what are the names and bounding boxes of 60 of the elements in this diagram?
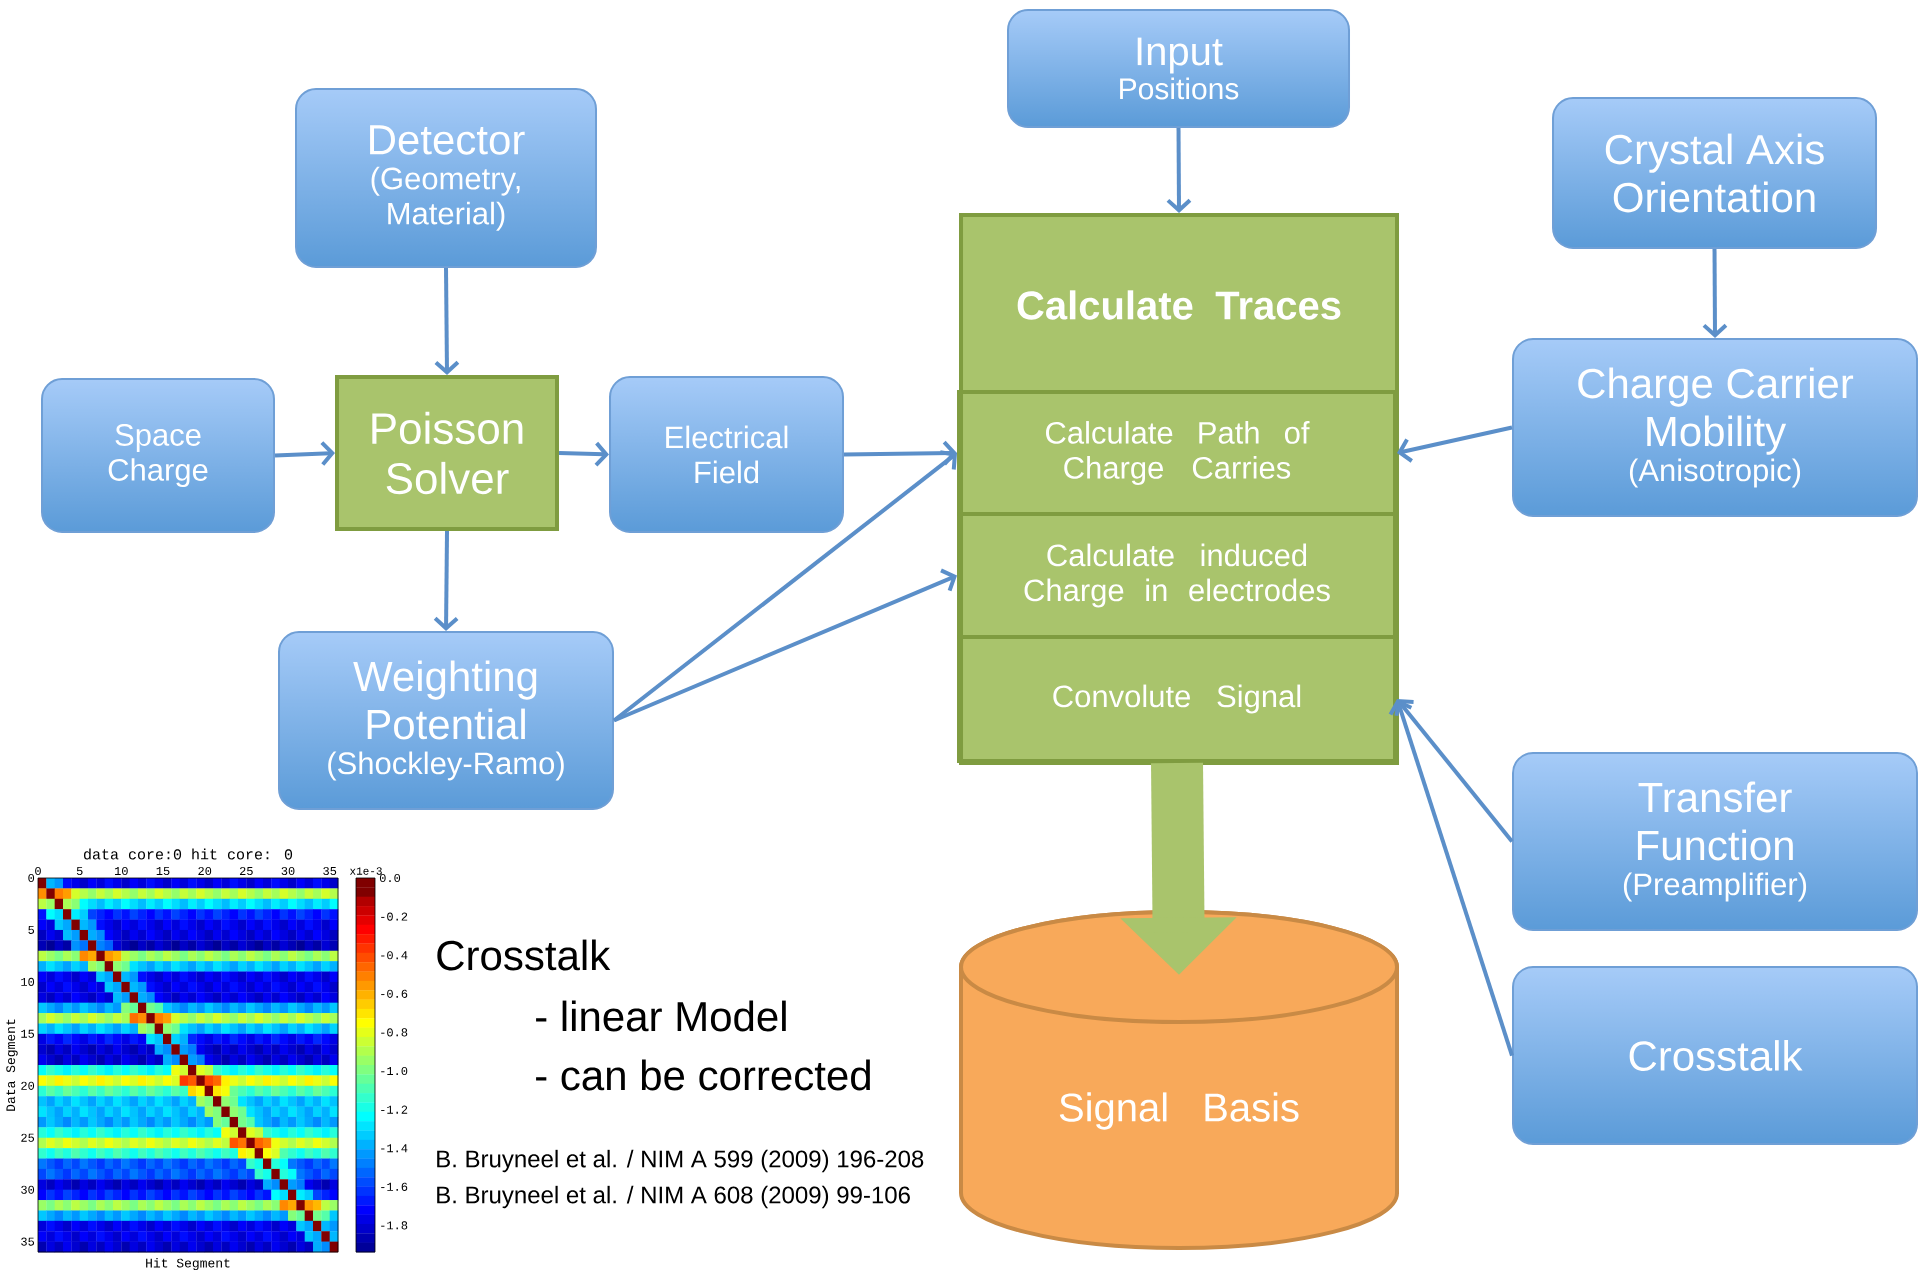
tick-label: 0	[35, 866, 41, 876]
tick-label: 25	[21, 1133, 35, 1142]
rounded-box: Electrical Field	[609, 376, 844, 533]
tick-label: 30	[21, 1185, 35, 1194]
tick-label: 35	[21, 1237, 35, 1246]
rounded-box: Charge Carrier Mobility (Anisotropic)	[1512, 338, 1918, 517]
arrow	[1702, 249, 1728, 338]
arrow	[434, 268, 460, 375]
tick-label: 5	[76, 867, 83, 875]
rounded-box: Crosstalk	[1512, 966, 1918, 1145]
tick-label: 10	[21, 977, 35, 986]
rounded-box: Input Positions	[1007, 9, 1350, 128]
arrow	[1388, 699, 1514, 1057]
arrow	[274, 441, 335, 466]
axis-title: Data Segment	[6, 1019, 18, 1111]
arrow	[558, 441, 609, 467]
tick-label: -0.2	[381, 912, 408, 921]
bullet-text: - can be corrected	[536, 1059, 870, 1091]
tick-label: -1.2	[381, 1105, 408, 1114]
tick-label: -0.4	[381, 951, 408, 960]
arrow	[613, 568, 957, 723]
tick-label: 15	[156, 867, 170, 875]
process-section: Calculate induced Charge in electrodes	[957, 512, 1397, 639]
reference-text: B. Bruyneel et al. / NIM A 599 (2009) 196-208	[437, 1149, 924, 1173]
process-section: Calculate Path of Charge Carries	[957, 390, 1397, 516]
arrow	[1397, 425, 1513, 463]
tick-label: 0	[28, 873, 35, 883]
tick-label: -1.6	[381, 1182, 408, 1191]
tick-label: 25	[239, 866, 253, 876]
tick-label: 20	[21, 1081, 35, 1090]
chart-title: data core:0 hit core: 0	[84, 848, 293, 860]
rounded-box: Transfer Function (Preamplifier)	[1512, 752, 1918, 931]
tick-label: -0.6	[381, 989, 408, 998]
process-section: Convolute Signal	[957, 635, 1397, 763]
rounded-box: Detector (Geometry, Material)	[295, 88, 597, 268]
tick-label: 5	[28, 925, 35, 934]
tick-label: 15	[21, 1029, 35, 1038]
arrow	[433, 531, 459, 631]
tick-label: -0.8	[381, 1028, 408, 1037]
axis-title: Hit Segment	[146, 1257, 230, 1270]
reference-text: B. Bruyneel et al. / NIM A 608 (2009) 99-106	[437, 1185, 910, 1209]
note-heading: Crosstalk	[437, 939, 611, 971]
tick-label: 20	[198, 866, 212, 876]
arrow	[1166, 128, 1192, 213]
process-box: Poisson Solver	[335, 375, 559, 531]
bullet-text: - linear Model	[536, 1000, 786, 1032]
rounded-box: Crystal Axis Orientation	[1552, 97, 1877, 249]
arrow	[1394, 699, 1514, 843]
tick-label: -1.8	[381, 1221, 408, 1230]
rounded-box: Weighting Potential (Shockley-Ramo)	[278, 631, 614, 810]
tick-label: -1.0	[381, 1066, 408, 1076]
rounded-box: Space Charge	[41, 378, 275, 533]
tick-label: -1.4	[381, 1144, 408, 1153]
arrow	[612, 450, 957, 723]
axis-unit: x1e-3	[350, 867, 382, 875]
tick-label: 35	[323, 866, 337, 876]
database-cylinder: Signal Basis	[959, 910, 1399, 1250]
tick-label: 30	[281, 866, 295, 876]
arrow	[844, 440, 957, 466]
tick-label: 10	[114, 866, 128, 876]
